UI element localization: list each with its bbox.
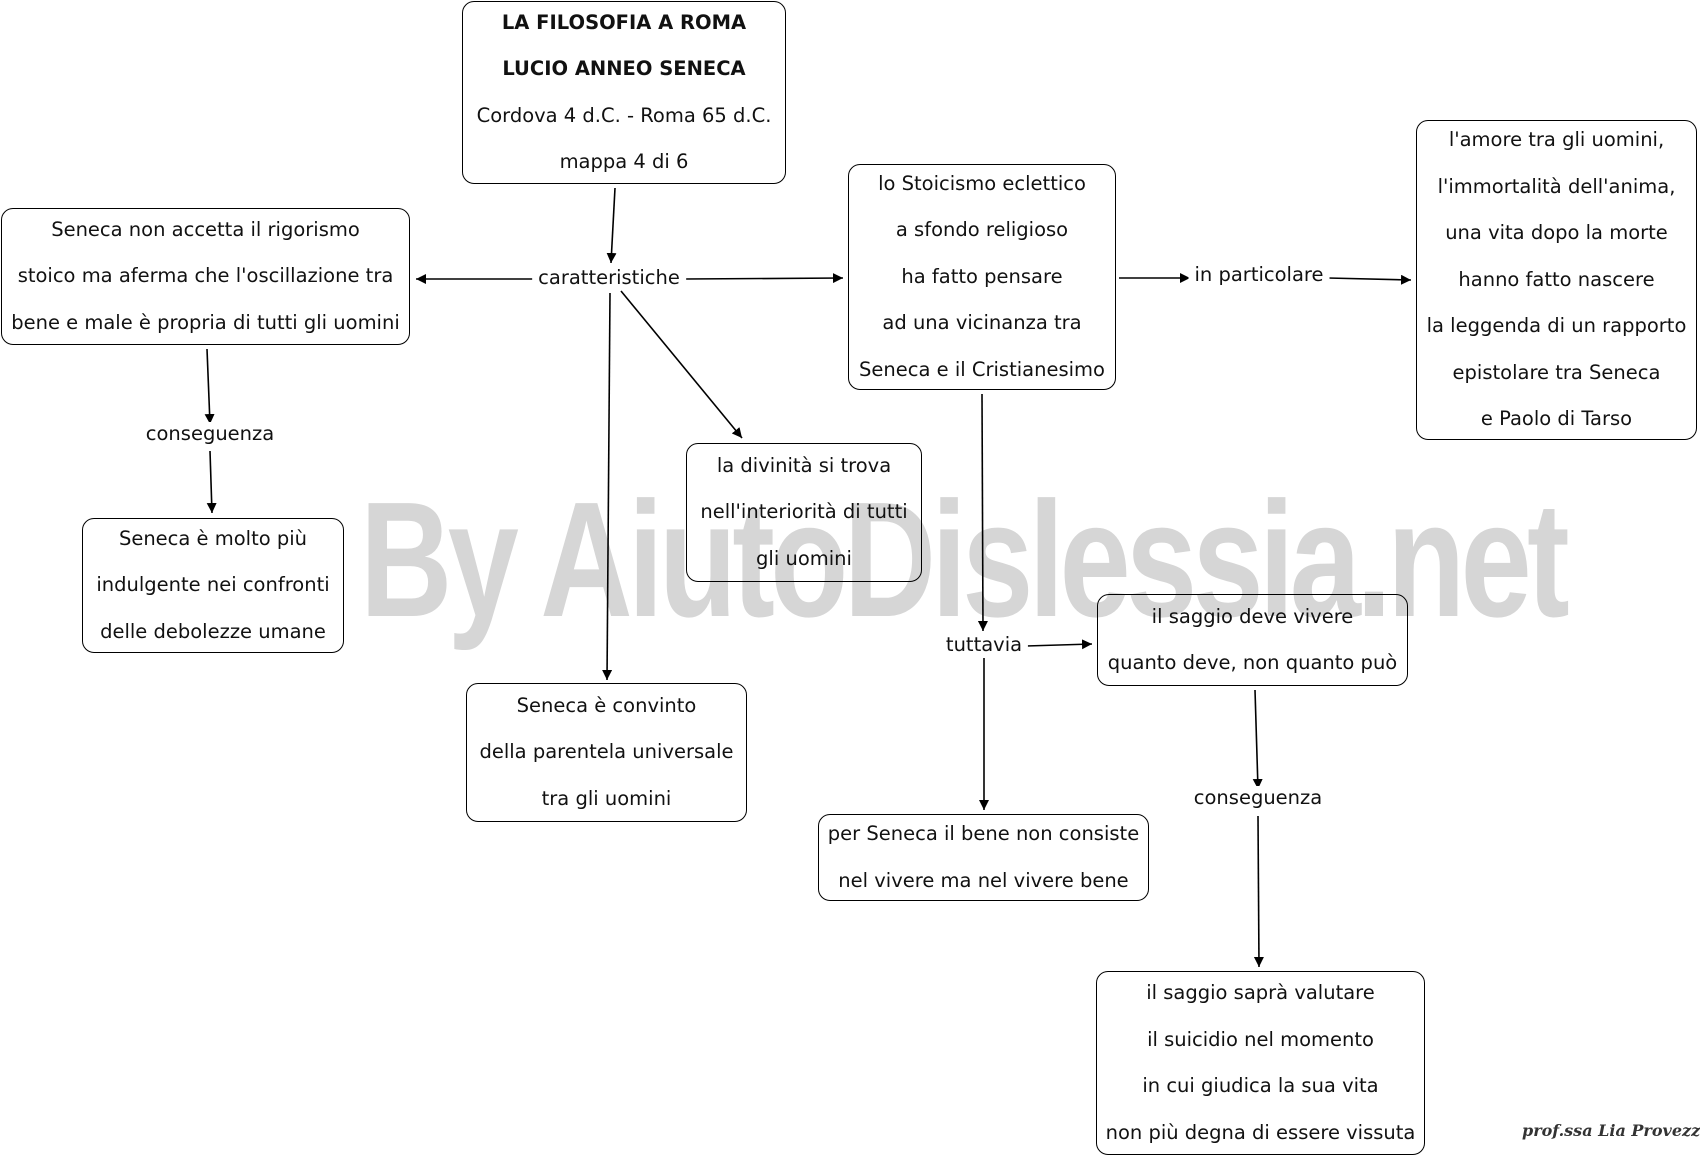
node-amore-line: e Paolo di Tarso (1480, 407, 1633, 431)
node-amore: l'amore tra gli uomini, l'immortalità de… (1416, 120, 1697, 440)
node-amore-line: l'immortalità dell'anima, (1437, 174, 1676, 198)
link-label-tuttavia: tuttavia (939, 633, 1029, 657)
node-indulgente-line: indulgente nei confronti (96, 573, 330, 597)
node-saggio-vivere-line: il saggio deve vivere (1151, 604, 1354, 628)
title-node: LA FILOSOFIA A ROMA LUCIO ANNEO SENECA C… (462, 1, 786, 184)
node-suicidio-line: in cui giudica la sua vita (1142, 1074, 1379, 1097)
connector-conseguenza-to-suicidio (1253, 815, 1264, 968)
author-signature: prof.ssa Lia Provezza (1522, 1121, 1700, 1140)
node-parentela-line: tra gli uomini (541, 786, 672, 810)
node-parentela: Seneca è convinto della parentela univer… (466, 683, 747, 822)
node-indulgente-line: delle debolezze umane (100, 619, 326, 643)
connector-caratteristiche-to-divinita (620, 290, 743, 439)
node-stoicismo: lo Stoicismo eclettico a sfondo religios… (848, 164, 1116, 390)
connector-conseguenza-to-indulgente (206, 450, 217, 514)
node-amore-line: l'amore tra gli uomini, (1448, 128, 1665, 152)
node-rigorismo: Seneca non accetta il rigorismo stoico m… (1, 208, 410, 345)
connector-caratteristiche-to-stoicismo (684, 273, 844, 284)
node-parentela-line: Seneca è convinto (516, 693, 697, 717)
node-bene-line: per Seneca il bene non consiste (827, 822, 1140, 845)
title-line-3: Cordova 4 d.C. - Roma 65 d.C. (476, 103, 772, 127)
node-suicidio: il saggio saprà valutare il suicidio nel… (1096, 971, 1425, 1155)
node-amore-line: la leggenda di un rapporto (1426, 314, 1687, 338)
node-bene-line: nel vivere ma nel vivere bene (838, 868, 1129, 892)
node-saggio-vivere-line: quanto deve, non quanto può (1107, 651, 1398, 674)
connector-saggio-vivere-to-conseguenza (1252, 689, 1263, 790)
title-line-4: mappa 4 di 6 (559, 150, 689, 173)
connector-caratteristiche-to-parentela (602, 292, 613, 681)
node-rigorismo-line: Seneca non accetta il rigorismo (51, 217, 360, 241)
connector-tuttavia-to-saggio-vivere (1025, 639, 1093, 650)
connector-stoicismo-to-tuttavia (977, 393, 988, 632)
connector-title-to-caratteristiche (606, 187, 617, 264)
node-rigorismo-line: stoico ma aferma che l'oscillazione tra (17, 264, 394, 288)
node-indulgente-line: Seneca è molto più (118, 526, 308, 550)
node-rigorismo-line: bene e male è propria di tutti gli uomin… (11, 310, 400, 334)
node-stoicismo-line: ad una vicinanza tra (882, 311, 1082, 335)
node-stoicismo-line: lo Stoicismo eclettico (878, 171, 1086, 195)
node-stoicismo-line: Seneca e il Cristianesimo (859, 357, 1105, 381)
node-divinita-line: la divinità si trova (716, 453, 892, 477)
node-stoicismo-line: ha fatto pensare (901, 264, 1063, 288)
title-line-2: LUCIO ANNEO SENECA (502, 57, 746, 80)
connector-rigorismo-to-conseguenza (204, 348, 215, 425)
title-line-1: LA FILOSOFIA A ROMA (501, 10, 747, 34)
node-parentela-line: della parentela universale (479, 740, 734, 764)
node-indulgente: Seneca è molto più indulgente nei confro… (82, 518, 344, 653)
node-suicidio-line: il suicidio nel momento (1147, 1027, 1374, 1051)
node-suicidio-line: il saggio saprà valutare (1146, 981, 1375, 1004)
node-amore-line: epistolare tra Seneca (1452, 360, 1661, 384)
node-bene: per Seneca il bene non consiste nel vive… (818, 814, 1149, 901)
node-suicidio-line: non più degna di essere vissuta (1105, 1120, 1416, 1144)
connector-in-particolare-to-amore (1327, 274, 1412, 285)
node-stoicismo-line: a sfondo religioso (895, 218, 1069, 242)
link-label-conseguenza-left: conseguenza (139, 422, 281, 446)
node-divinita: la divinità si trova nell'interiorità di… (686, 443, 922, 582)
link-label-caratteristiche: caratteristiche (532, 266, 686, 290)
link-label-in-particolare: in particolare (1188, 263, 1330, 287)
link-label-conseguenza-right: conseguenza (1187, 786, 1329, 810)
watermark: By AiutoDislessia.net (360, 468, 1570, 651)
node-amore-line: hanno fatto nascere (1458, 267, 1655, 291)
node-divinita-line: nell'interiorità di tutti (700, 500, 908, 524)
node-saggio-vivere: il saggio deve vivere quanto deve, non q… (1097, 594, 1408, 686)
node-amore-line: una vita dopo la morte (1445, 221, 1668, 245)
node-divinita-line: gli uomini (756, 546, 852, 570)
